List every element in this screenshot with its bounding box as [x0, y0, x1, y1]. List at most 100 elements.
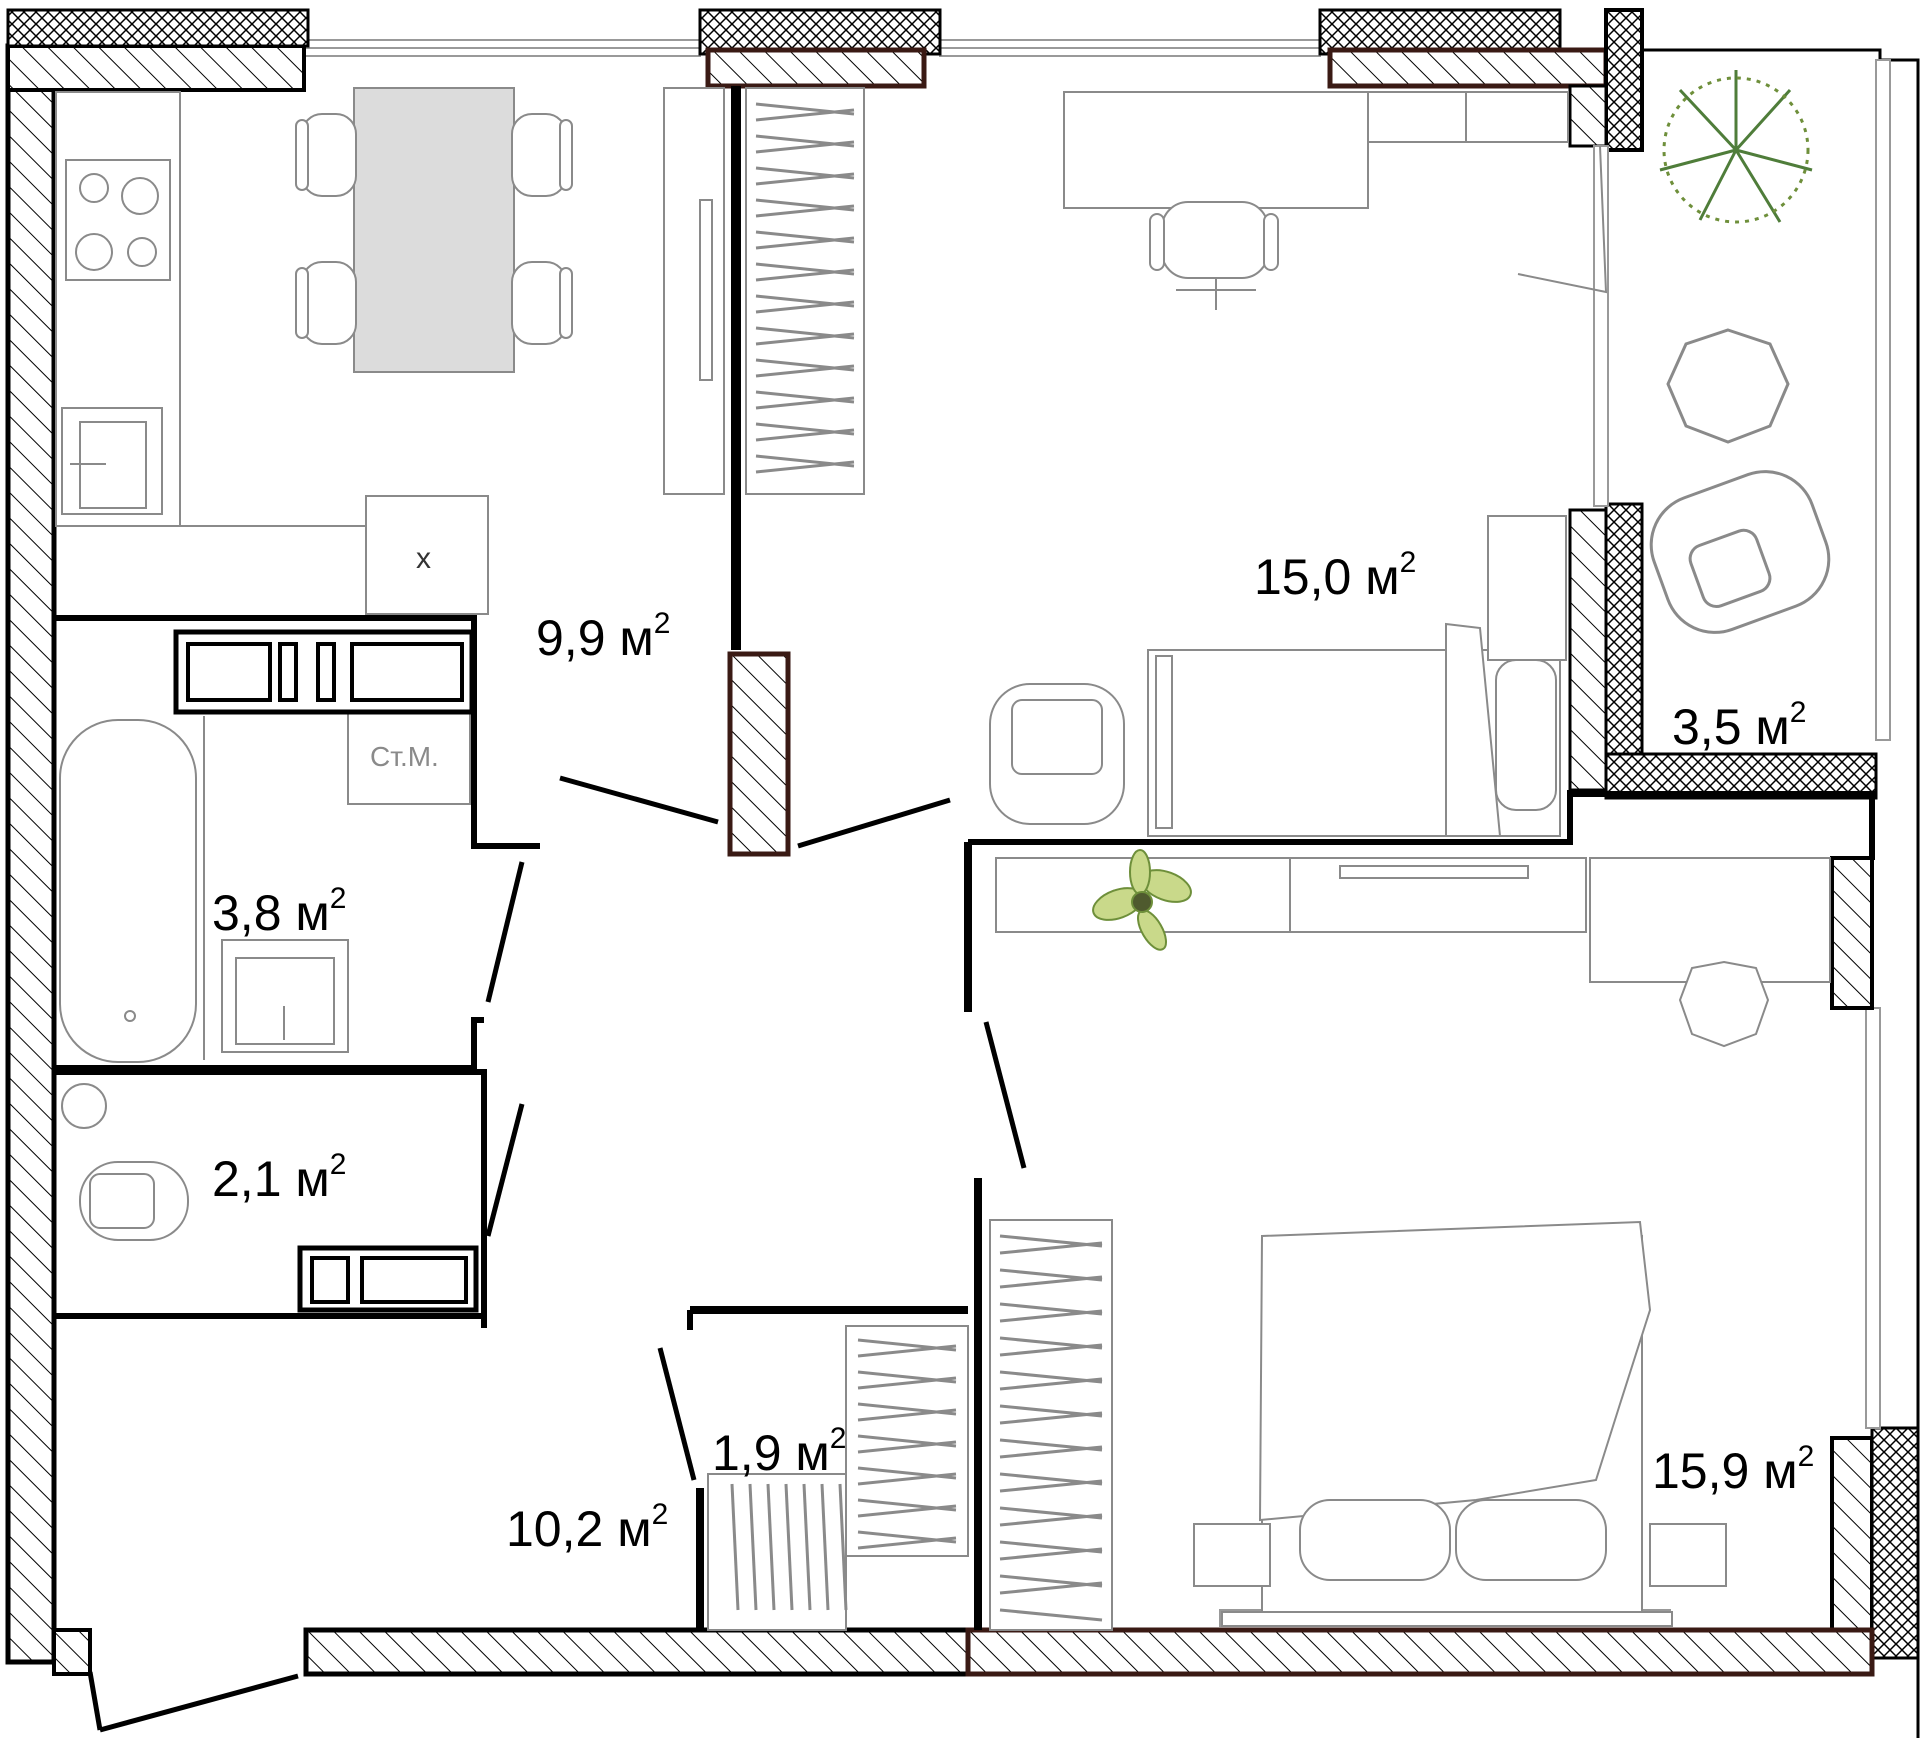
pillow — [1495, 659, 1557, 811]
hanger-line — [999, 1547, 1103, 1561]
hanger-line — [999, 1241, 1103, 1255]
pillow — [1299, 1499, 1451, 1581]
hanger-line — [999, 1411, 1103, 1425]
bathroom-area-label: 3,8 м2 — [212, 882, 346, 941]
balcony — [1649, 70, 1831, 634]
desk — [1063, 91, 1369, 209]
washing-machine-label: Ст.М. — [370, 741, 439, 772]
hanger-line — [730, 1483, 740, 1611]
hanger-line — [748, 1483, 758, 1611]
office-chair-icon — [1149, 201, 1279, 310]
chair-icon — [295, 261, 357, 345]
hanger-line — [838, 1483, 848, 1611]
bedroom-wardrobe-hangers — [999, 1234, 1103, 1622]
kitchen-cabinet — [663, 87, 725, 495]
chair-icon — [511, 113, 573, 197]
hanger-line — [820, 1483, 830, 1611]
toilet-area-label: 2,1 м2 — [212, 1148, 346, 1207]
wall-balcony-left — [1604, 502, 1644, 756]
hanger-line — [755, 172, 855, 186]
fridge — [365, 495, 489, 615]
hanger-line — [857, 1504, 957, 1518]
wall-bottom-left — [52, 1628, 92, 1676]
lounge-chair-icon — [1649, 470, 1831, 634]
hanger-line — [755, 140, 855, 154]
hanger-line — [857, 1440, 957, 1454]
burner-icon — [75, 233, 113, 271]
stool-icon — [1678, 960, 1770, 1048]
hanger-line — [999, 1343, 1103, 1357]
study — [989, 91, 1831, 1048]
hanger-line — [999, 1445, 1103, 1459]
hanger-line — [999, 1479, 1103, 1493]
hanger-line — [766, 1483, 776, 1611]
hanger-line — [755, 268, 855, 282]
burner-icon — [121, 177, 159, 215]
bedroom-desk — [1589, 857, 1831, 983]
hanger-line — [857, 1376, 957, 1390]
shelf — [1367, 91, 1569, 143]
pillow — [1455, 1499, 1607, 1581]
hanger-line — [999, 1275, 1103, 1289]
wall-study-right-top — [1568, 84, 1608, 148]
burner-icon — [79, 173, 109, 203]
wall-bottom-bedroom — [965, 1627, 1875, 1677]
closet-hangers — [730, 1338, 957, 1611]
washing-machine — [347, 707, 471, 805]
hanger-line — [999, 1608, 1103, 1622]
wall-right-cross — [1870, 1426, 1920, 1660]
hanger-line — [857, 1536, 957, 1550]
kitchen: x — [55, 87, 865, 615]
chair-icon — [511, 261, 573, 345]
blanket — [1258, 1220, 1652, 1522]
closet-area-label: 1,9 м2 — [712, 1422, 846, 1481]
hanger-line — [755, 428, 855, 442]
wall-balcony-post — [1604, 8, 1644, 152]
nightstand — [1487, 515, 1567, 661]
study-area-label: 15,0 м2 — [1254, 546, 1416, 605]
hanger-line — [755, 460, 855, 474]
hanger-line — [755, 396, 855, 410]
wall-top-3b — [1327, 47, 1609, 89]
bedroom — [1193, 1220, 1727, 1627]
burner-icon — [127, 237, 157, 267]
bedroom-wardrobe — [989, 1219, 1113, 1631]
balcony-area-label: 3,5 м2 — [1672, 696, 1806, 755]
hanger-line — [755, 364, 855, 378]
wall-right-lower — [1830, 1436, 1874, 1640]
plant-icon — [1092, 849, 1192, 951]
hanger-line — [857, 1472, 957, 1486]
outer-walls — [5, 8, 1920, 1738]
wall-top-2 — [698, 8, 942, 56]
palm-plant-icon — [1659, 70, 1813, 224]
hanger-line — [999, 1513, 1103, 1527]
hanger-line — [999, 1309, 1103, 1323]
doors — [87, 775, 1027, 1733]
nightstand-left — [1193, 1523, 1271, 1587]
hanger-line — [784, 1483, 794, 1611]
hanger-line — [755, 204, 855, 218]
chair-icon — [295, 113, 357, 197]
hall-area-label: 10,2 м2 — [506, 1498, 668, 1557]
hanger-line — [755, 300, 855, 314]
wall-study-right — [1568, 508, 1608, 792]
column-center — [727, 651, 791, 857]
bedroom-area-label: 15,9 м2 — [1652, 1440, 1814, 1499]
hanger-line — [857, 1408, 957, 1422]
area-labels: 9,9 м2 15,0 м2 3,5 м2 3,8 м2 2,1 м2 1,9 … — [212, 546, 1814, 1557]
bathroom: Ст.М. — [59, 629, 479, 1313]
toilet-stack — [61, 1083, 107, 1129]
wall-top-left-corner — [6, 8, 310, 48]
wall-bedroom-pier — [1830, 856, 1874, 1010]
wall-top-1 — [6, 44, 306, 92]
round-table-icon — [1666, 328, 1790, 444]
hanger-line — [802, 1483, 812, 1611]
armchair-icon — [989, 683, 1125, 825]
hanger-line — [999, 1377, 1103, 1391]
nightstand-right — [1649, 1523, 1727, 1587]
hanger-line — [755, 108, 855, 122]
hanger-line — [755, 236, 855, 250]
hanger-line — [857, 1344, 957, 1358]
hanger-line — [755, 332, 855, 346]
